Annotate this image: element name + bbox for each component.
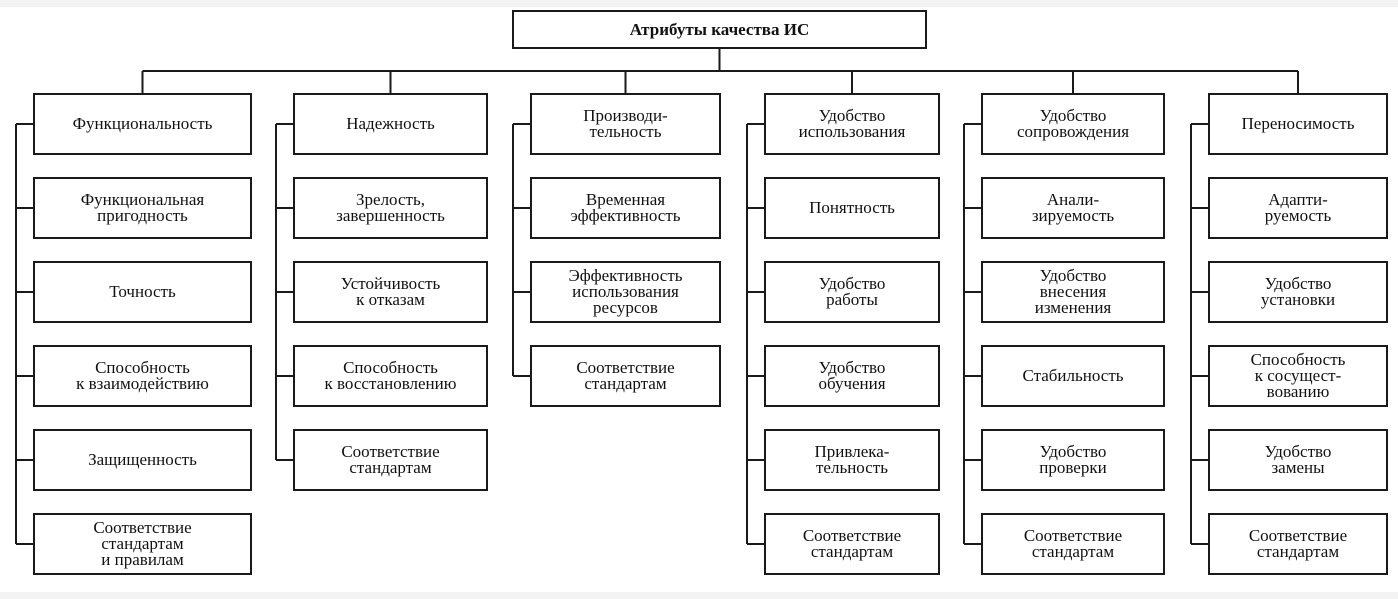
category-portability: Переносимость — [1208, 93, 1388, 155]
category-functionality: Функциональность — [33, 93, 252, 155]
usability-item: Понятность — [764, 177, 940, 239]
functionality-item: Функциональная пригодность — [33, 177, 252, 239]
portability-item: Удобство установки — [1208, 261, 1388, 323]
maintainability-item: Стабильность — [981, 345, 1165, 407]
reliability-item: Зрелость, завершенность — [293, 177, 488, 239]
performance-item: Временная эффективность — [530, 177, 721, 239]
maintainability-item: Удобство проверки — [981, 429, 1165, 491]
usability-item: Привлека- тельность — [764, 429, 940, 491]
reliability-item: Способность к восстановлению — [293, 345, 488, 407]
usability-item: Удобство обучения — [764, 345, 940, 407]
functionality-item: Способность к взаимодействию — [33, 345, 252, 407]
category-performance: Производи- тельность — [530, 93, 721, 155]
portability-item: Удобство замены — [1208, 429, 1388, 491]
usability-item: Удобство работы — [764, 261, 940, 323]
connector-lines — [15, 49, 1299, 545]
functionality-item: Защищенность — [33, 429, 252, 491]
usability-item: Соответствие стандартам — [764, 513, 940, 575]
performance-item: Соответствие стандартам — [530, 345, 721, 407]
portability-item: Способность к сосущест- вованию — [1208, 345, 1388, 407]
functionality-item: Точность — [33, 261, 252, 323]
maintainability-item: Соответствие стандартам — [981, 513, 1165, 575]
portability-item: Адапти- руемость — [1208, 177, 1388, 239]
category-maintainability: Удобство сопровождения — [981, 93, 1165, 155]
category-reliability: Надежность — [293, 93, 488, 155]
maintainability-item: Анали- зируемость — [981, 177, 1165, 239]
maintainability-item: Удобство внесения изменения — [981, 261, 1165, 323]
portability-item: Соответствие стандартам — [1208, 513, 1388, 575]
performance-item: Эффективность использования ресурсов — [530, 261, 721, 323]
functionality-item: Соответствие стандартам и правилам — [33, 513, 252, 575]
reliability-item: Соответствие стандартам — [293, 429, 488, 491]
reliability-item: Устойчивость к отказам — [293, 261, 488, 323]
quality-attributes-diagram: Атрибуты качества ИС Функциональность Фу… — [0, 7, 1398, 592]
root-node: Атрибуты качества ИС — [512, 10, 927, 49]
category-usability: Удобство использования — [764, 93, 940, 155]
